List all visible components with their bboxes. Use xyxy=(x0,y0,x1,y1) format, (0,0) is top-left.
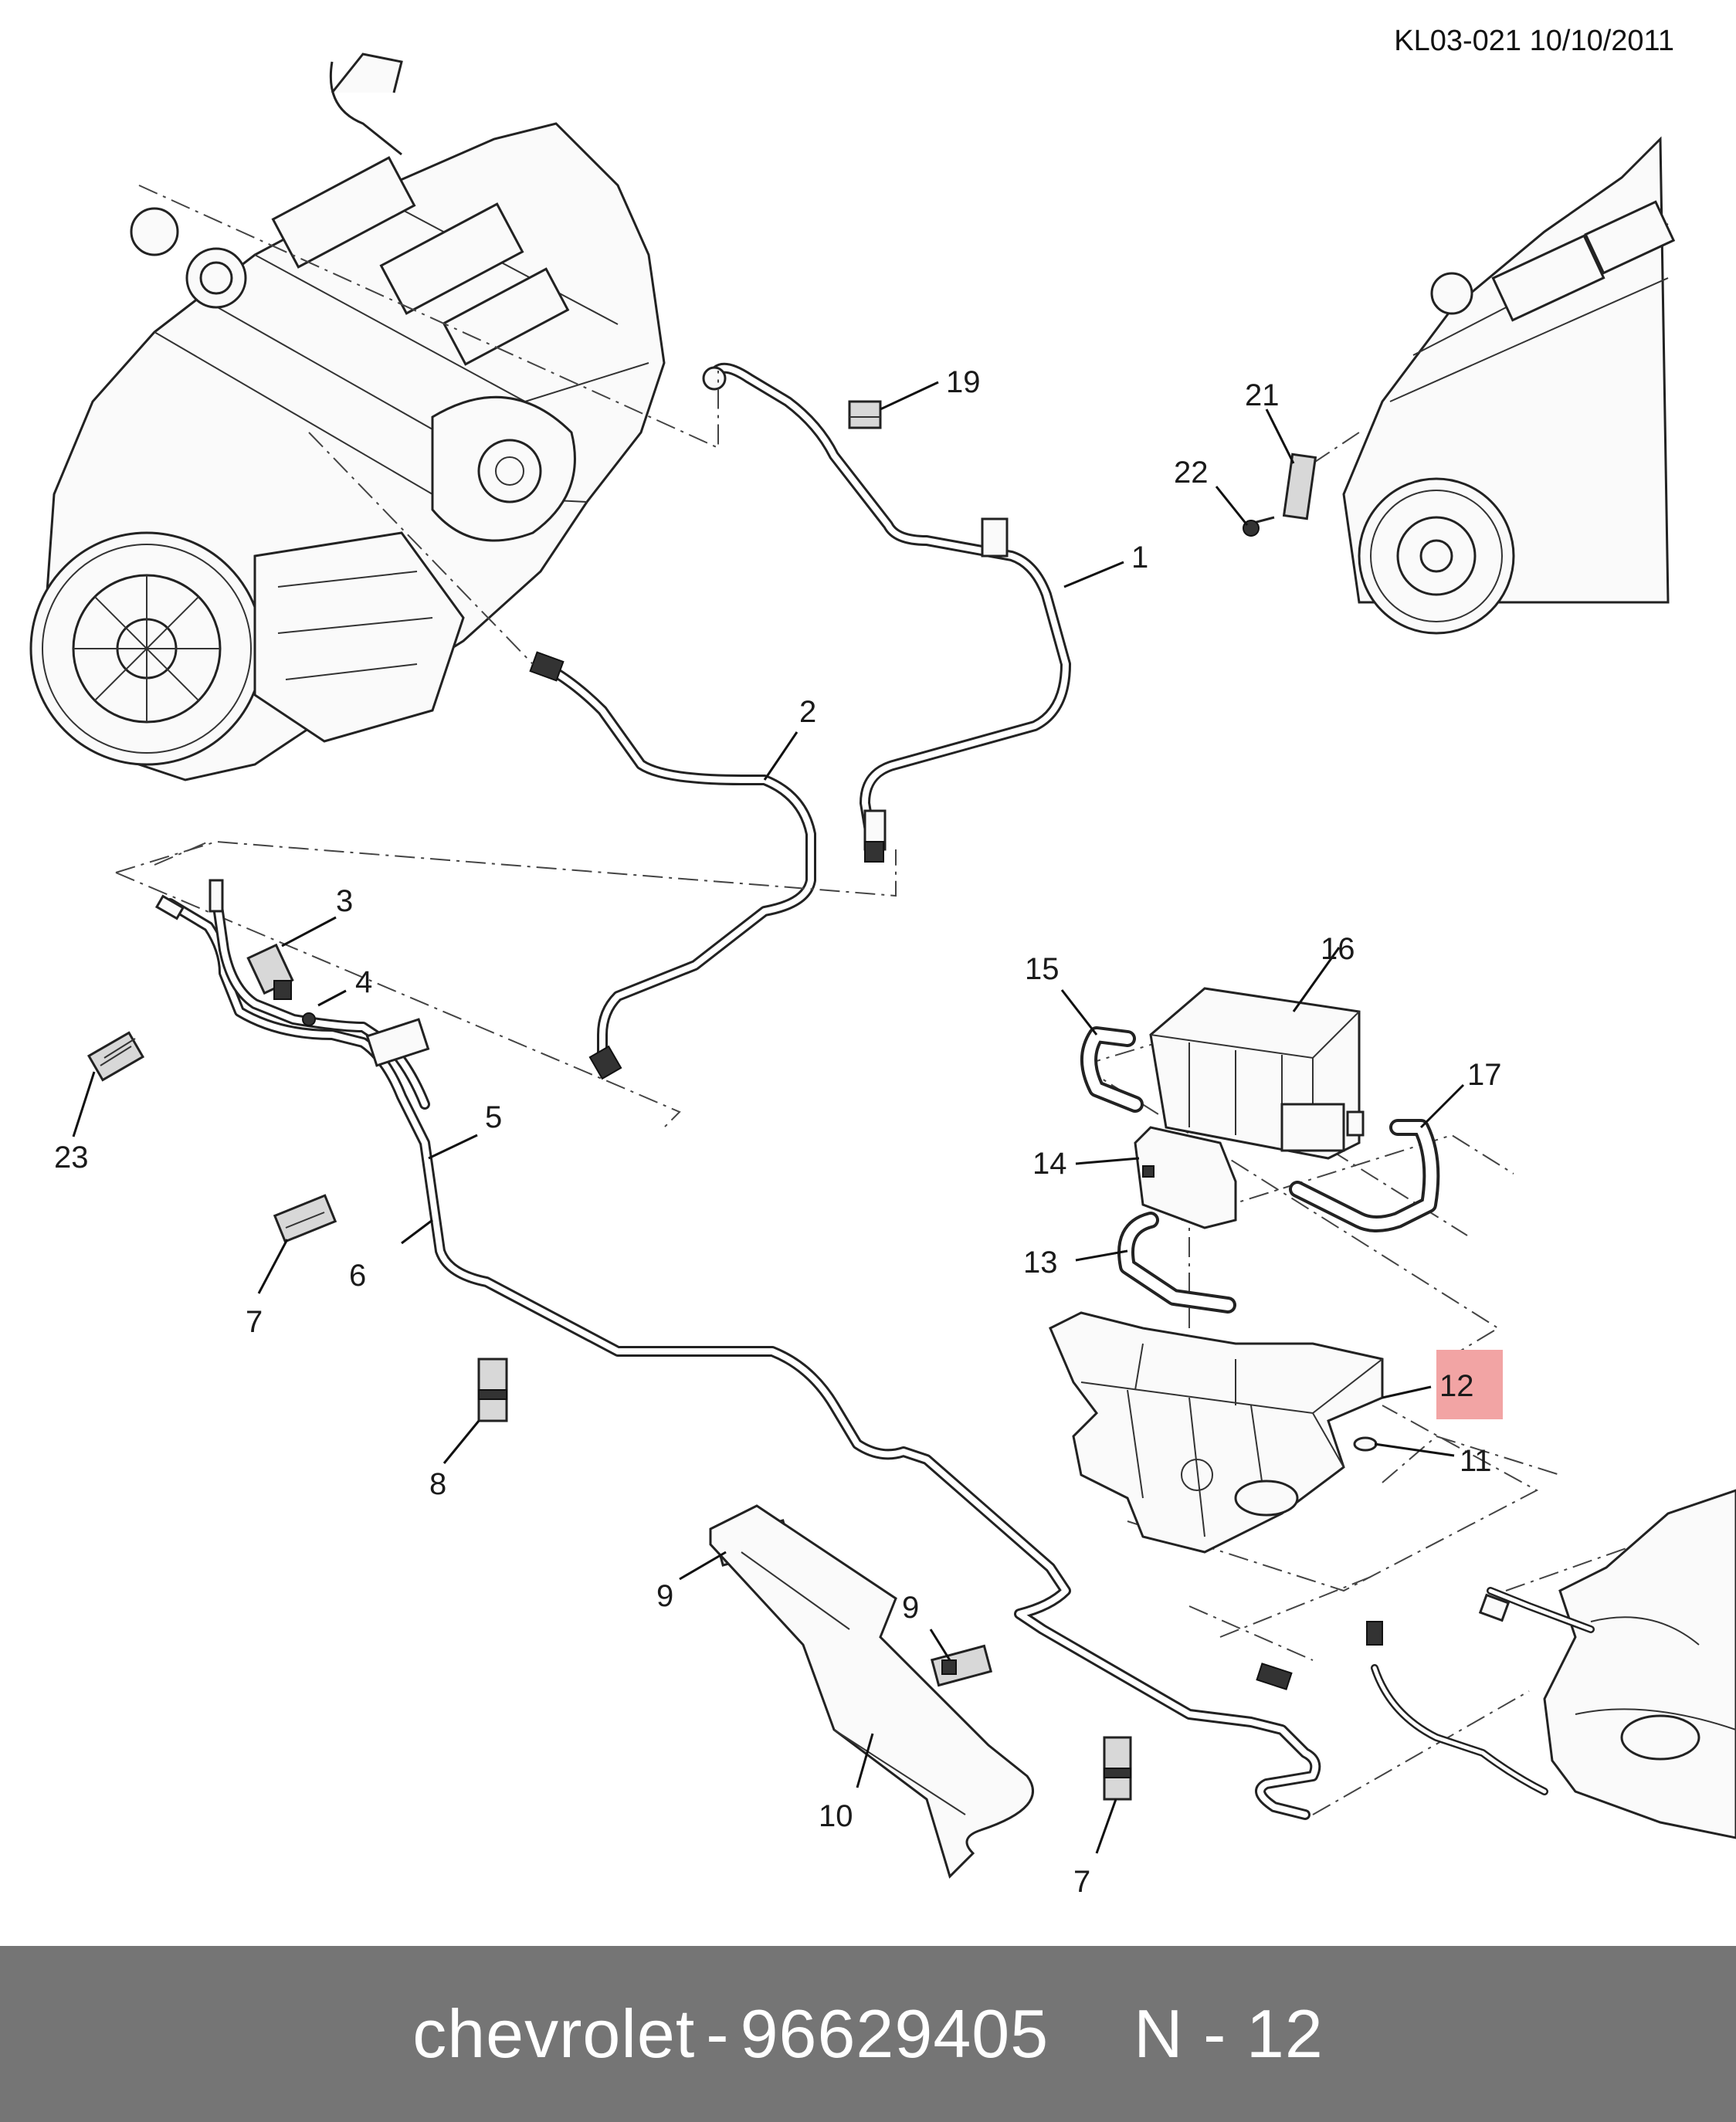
callout-7-left: 7 xyxy=(246,1305,263,1339)
bracket-21-bolt-22 xyxy=(1243,453,1317,537)
callout-11: 11 xyxy=(1460,1444,1492,1478)
filter-14 xyxy=(1134,1126,1237,1229)
brand-name: chevrolet xyxy=(412,1995,696,2072)
exploded-parts-diagram: 1 2 3 4 5 6 7 7 8 9 9 10 11 12 13 14 15 … xyxy=(29,53,1736,1899)
caption-separator: - xyxy=(706,1995,730,2072)
evap-canister-16 xyxy=(1149,987,1365,1160)
heat-shield-10 xyxy=(709,1504,1034,1879)
canister-bracket-12 xyxy=(1049,1311,1384,1554)
callout-2: 2 xyxy=(799,695,816,729)
callout-19: 19 xyxy=(946,365,981,399)
vapor-pipe-2 xyxy=(529,651,816,1080)
callout-23: 23 xyxy=(54,1141,89,1175)
callout-10: 10 xyxy=(819,1799,853,1833)
callout-15: 15 xyxy=(1025,952,1060,986)
drawing-reference-stamp: KL03-021 10/10/2011 xyxy=(1394,25,1674,57)
callout-16: 16 xyxy=(1321,932,1355,966)
clip-7-right xyxy=(1103,1736,1132,1801)
clip-7-left xyxy=(273,1194,337,1243)
callout-3: 3 xyxy=(336,884,353,918)
callout-17: 17 xyxy=(1467,1058,1502,1092)
callout-9-upper: 9 xyxy=(656,1579,673,1613)
clip-9-lower xyxy=(930,1644,993,1687)
callout-12-highlight xyxy=(1436,1350,1503,1419)
leader-lines xyxy=(72,381,1465,1854)
callout-labels: 1 2 3 4 5 6 7 7 8 9 9 10 11 12 13 14 15 … xyxy=(54,365,1503,1899)
callout-5: 5 xyxy=(485,1100,502,1134)
engine-inset-view xyxy=(1342,136,1676,635)
callout-9-lower: 9 xyxy=(902,1591,919,1625)
engine-assembly xyxy=(29,53,666,781)
fuel-tank xyxy=(1366,1489,1736,1839)
vapor-pipe-1 xyxy=(702,362,1071,863)
clip-8 xyxy=(477,1358,508,1422)
callout-8: 8 xyxy=(429,1467,446,1501)
callout-7-right: 7 xyxy=(1073,1865,1090,1899)
callout-21: 21 xyxy=(1245,378,1280,412)
callout-6: 6 xyxy=(349,1259,366,1293)
diagram-reference: N - 12 xyxy=(1134,1995,1324,2072)
hose-15 xyxy=(1080,1026,1144,1113)
callout-22: 22 xyxy=(1174,456,1209,490)
part-number: 96629405 xyxy=(740,1995,1049,2072)
parts-3-4 xyxy=(246,943,316,1026)
callout-12: 12 xyxy=(1439,1369,1474,1403)
part-caption-bar: chevrolet - 96629405 N - 12 xyxy=(0,1946,1736,2122)
hose-17 xyxy=(1289,1119,1440,1232)
callout-13: 13 xyxy=(1023,1246,1058,1280)
fuel-lines-5-6 xyxy=(154,879,1321,1820)
callout-14: 14 xyxy=(1032,1147,1067,1181)
washer-11 xyxy=(1353,1436,1378,1452)
callout-1: 1 xyxy=(1131,541,1148,575)
hose-13 xyxy=(1117,1212,1236,1314)
callout-4: 4 xyxy=(355,965,372,999)
clamp-19 xyxy=(848,400,882,429)
clip-23 xyxy=(86,1031,145,1082)
